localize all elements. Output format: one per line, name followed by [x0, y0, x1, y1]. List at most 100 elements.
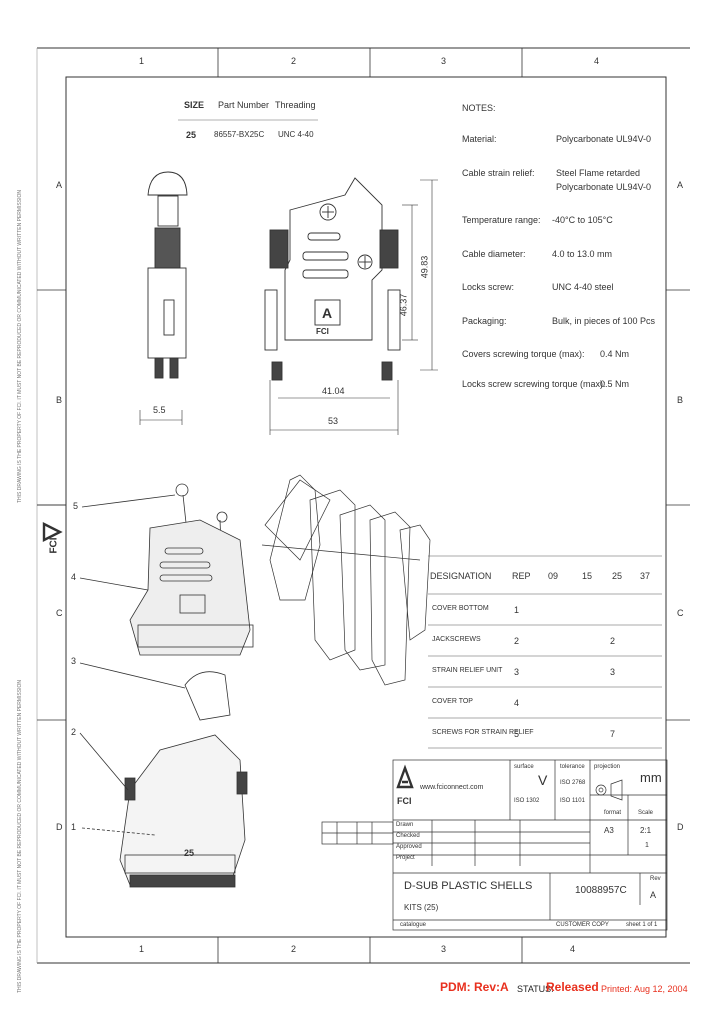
- bom-header-cell: 25: [612, 571, 623, 581]
- sheet-of: sheet 1 of 1: [626, 922, 658, 928]
- row-label-b: B: [56, 395, 63, 405]
- bom-row-designation: STRAIN RELIEF UNIT: [432, 667, 503, 674]
- side-legal-text-lower: THIS DRAWING IS THE PROPERTY OF FCI. IT …: [17, 680, 23, 993]
- note-value: 0.4 Nm: [600, 349, 630, 359]
- cover-logo-letter: A: [322, 305, 333, 321]
- balloon-3: 3: [71, 656, 77, 666]
- rev-value: A: [650, 890, 657, 900]
- bom-header-cell: REP: [512, 571, 531, 581]
- scale-label: Scale: [638, 810, 654, 816]
- note-value: -40°C to 105°C: [552, 215, 613, 225]
- dim-53: 53: [328, 416, 339, 426]
- size-header: SIZE: [184, 100, 205, 110]
- side-legal-text: THIS DRAWING IS THE PROPERTY OF FCI. IT …: [17, 190, 23, 503]
- dim-5-5: 5.5: [153, 405, 166, 415]
- row-label-right-b: B: [677, 395, 684, 405]
- note-value: Steel Flame retarded: [556, 168, 641, 178]
- tol-value-3: ISO 1101: [560, 798, 585, 804]
- bom-header-cell: 37: [640, 571, 651, 581]
- customer-copy: CUSTOMER COPY: [556, 922, 609, 928]
- bom-header-cell: 09: [548, 571, 559, 581]
- tolerance-label: tolerance: [560, 764, 585, 770]
- col-label-4: 4: [594, 56, 600, 66]
- printed-date: Printed: Aug 12, 2004: [601, 984, 688, 994]
- dim-49-83: 49.83: [419, 255, 430, 279]
- doc-number: 10088957C: [575, 885, 627, 896]
- col-label-bottom-2: 2: [291, 944, 297, 954]
- bom-table-grid: [428, 555, 662, 749]
- size-value: 25: [186, 130, 197, 140]
- note-value: Bulk, in pieces of 100 Pcs: [552, 316, 656, 326]
- role-label: Project: [396, 855, 415, 861]
- projection-label: projection: [594, 764, 621, 770]
- bom-row-designation: SCREWS FOR STRAIN RELIEF: [432, 729, 534, 736]
- status-value: Released: [546, 980, 599, 994]
- bom-header-cell: 15: [582, 571, 593, 581]
- note-label: Packaging:: [462, 316, 507, 326]
- status-label: STATUS:: [517, 984, 554, 994]
- rev-label: Rev: [650, 876, 661, 882]
- note-label: Cable strain relief:: [462, 168, 535, 178]
- dim-41-04: 41.04: [322, 386, 345, 396]
- balloon-2: 2: [71, 727, 77, 737]
- part-number-value: 86557-BX25C: [214, 130, 265, 139]
- website: www.fciconnect.com: [420, 784, 484, 791]
- bom-cell: 7: [610, 729, 616, 739]
- unit: mm: [640, 770, 662, 785]
- title-block-grid: [321, 759, 668, 931]
- note-label: Cable diameter:: [462, 249, 526, 259]
- row-label-d: D: [56, 822, 63, 832]
- bom-cell: 2: [514, 636, 520, 646]
- notes-title: NOTES:: [462, 103, 496, 113]
- col-label-1: 1: [139, 56, 145, 66]
- bom-cell: 3: [514, 667, 520, 677]
- balloon-1: 1: [71, 822, 77, 832]
- format-label: format: [604, 810, 622, 816]
- catalogue-label: catalogue: [400, 922, 427, 928]
- bom-row-designation: JACKSCREWS: [432, 636, 481, 643]
- role-label: Drawn: [396, 822, 414, 828]
- note-label: Material:: [462, 134, 497, 144]
- drawing-title: D-SUB PLASTIC SHELLS: [404, 880, 533, 892]
- row-label-a: A: [56, 180, 63, 190]
- isometric-assembly: [261, 474, 431, 686]
- title-logo-name: FCI: [397, 796, 412, 806]
- part-mark: 25: [184, 848, 195, 858]
- row-label-right-d: D: [677, 822, 684, 832]
- drawing-subtitle: KITS (25): [404, 903, 439, 912]
- note-label: Temperature range:: [462, 215, 541, 225]
- bom-cell: 4: [514, 698, 520, 708]
- sheet-value: 1: [645, 842, 649, 849]
- tol-value-1: ISO 1302: [514, 798, 540, 804]
- note-label: Covers screwing torque (max):: [462, 349, 585, 359]
- col-label-2: 2: [291, 56, 297, 66]
- surface-label: surface: [514, 764, 534, 770]
- note-value: UNC 4-40 steel: [552, 282, 614, 292]
- threading-header: Threading: [275, 100, 316, 110]
- col-label-3: 3: [441, 56, 447, 66]
- note-value: 0.5 Nm: [600, 379, 630, 389]
- format-value: A3: [604, 826, 614, 835]
- bom-cell: 2: [610, 636, 616, 646]
- note-label: Locks screw screwing torque (max):: [462, 379, 606, 389]
- balloon-4: 4: [71, 572, 77, 582]
- bom-cell: 5: [514, 729, 520, 739]
- note-value: Polycarbonate UL94V-0: [556, 134, 652, 144]
- note-value: 4.0 to 13.0 mm: [552, 249, 613, 259]
- tol-value-2: ISO 2768: [560, 780, 586, 786]
- role-label: Checked: [396, 833, 420, 839]
- role-label: Approved: [396, 844, 422, 850]
- scale-value: 2:1: [640, 826, 652, 835]
- row-label-c: C: [56, 608, 63, 618]
- bom-cell: 1: [514, 605, 520, 615]
- col-label-bottom-4: 4: [570, 944, 576, 954]
- projection-symbol: [595, 779, 623, 801]
- note-label: Locks screw:: [462, 282, 515, 292]
- threading-value: UNC 4-40: [278, 130, 314, 139]
- bom-header-cell: DESIGNATION: [430, 571, 492, 581]
- row-label-right-a: A: [677, 180, 684, 190]
- note-value: Polycarbonate UL94V-0: [556, 182, 652, 192]
- row-label-right-c: C: [677, 608, 684, 618]
- front-view: [264, 177, 401, 381]
